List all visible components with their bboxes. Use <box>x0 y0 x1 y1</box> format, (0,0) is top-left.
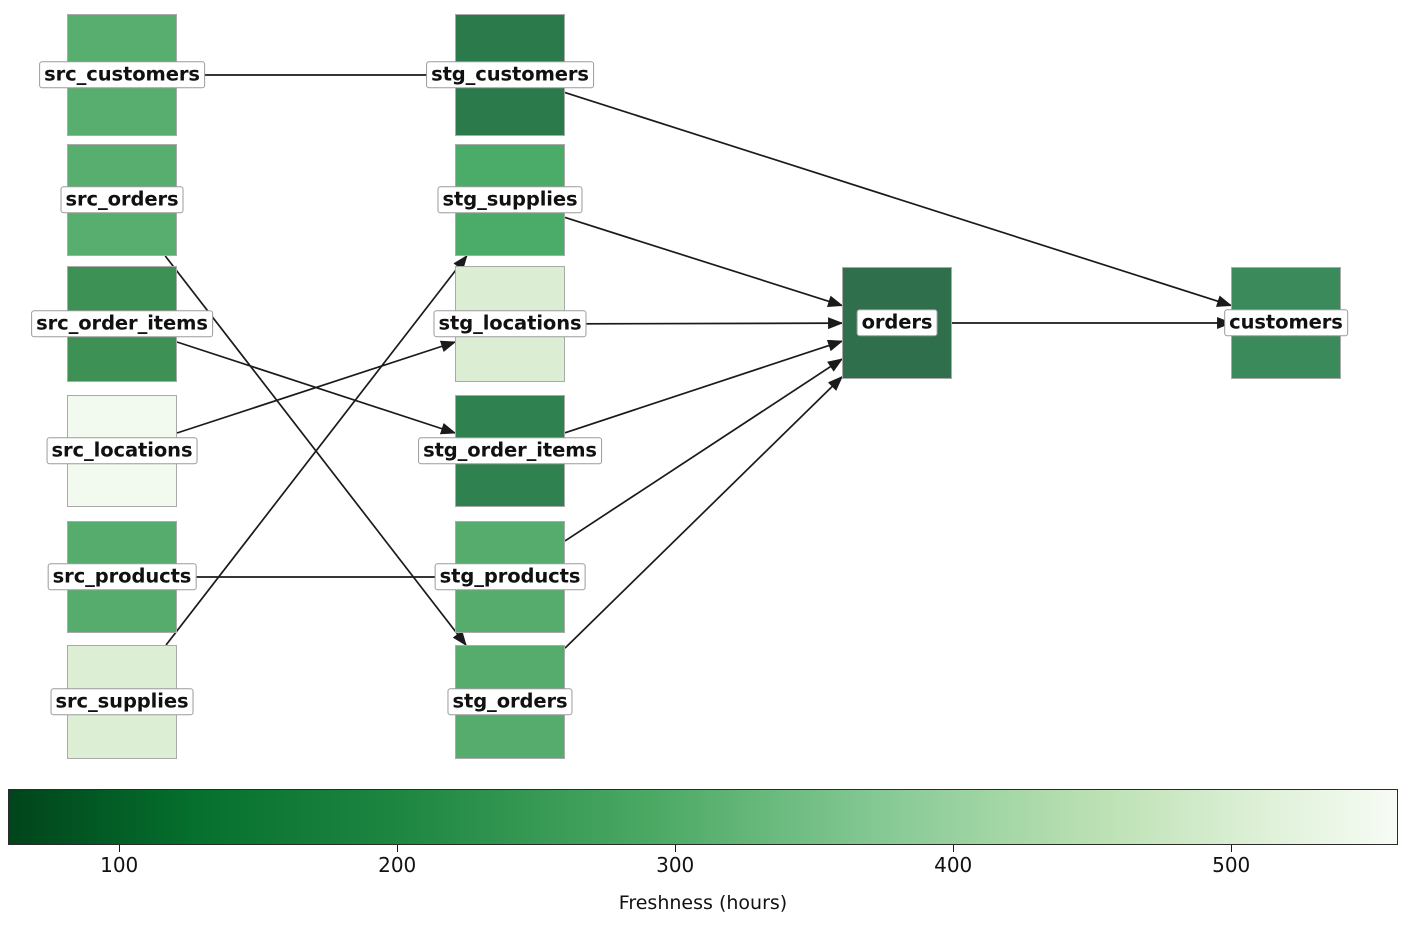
colorbar-tick-label-200: 200 <box>378 853 417 877</box>
edge-stg_products-to-orders <box>564 358 844 542</box>
colorbar-axis-label: Freshness (hours) <box>618 892 788 914</box>
node-label-stg_products: stg_products <box>434 563 586 591</box>
freshness-colorbar: 100 200 300 400 500 Freshness (hours) <box>0 780 1410 926</box>
colorbar-tick-100 <box>119 845 121 852</box>
node-label-src_order_items: src_order_items <box>31 310 213 338</box>
edge-stg_supplies-to-orders <box>564 216 844 307</box>
node-label-src_locations: src_locations <box>46 437 198 465</box>
node-label-orders: orders <box>856 309 938 337</box>
node-label-stg_order_items: stg_order_items <box>418 437 602 465</box>
node-label-stg_customers: stg_customers <box>426 61 594 89</box>
colorbar-gradient <box>8 789 1398 845</box>
node-label-stg_supplies: stg_supplies <box>437 186 583 214</box>
colorbar-tick-200 <box>397 845 399 852</box>
node-label-stg_orders: stg_orders <box>447 688 573 716</box>
edge-layer <box>164 74 1233 649</box>
node-label-customers: customers <box>1224 309 1348 337</box>
edge-stg_order_items-to-orders <box>564 339 844 434</box>
edge-stg_orders-to-orders <box>564 375 843 649</box>
node-label-src_supplies: src_supplies <box>50 688 194 716</box>
node-label-src_customers: src_customers <box>39 61 205 89</box>
edges-group <box>164 74 1233 649</box>
colorbar-tick-300 <box>675 845 677 852</box>
edge-src_locations-to-stg_locations <box>176 340 457 434</box>
node-label-stg_locations: stg_locations <box>433 310 587 338</box>
node-label-src_orders: src_orders <box>60 186 184 214</box>
colorbar-tick-label-300: 300 <box>656 853 695 877</box>
node-label-src_products: src_products <box>47 563 197 591</box>
edge-stg_locations-to-orders <box>564 317 844 330</box>
edge-src_order_items-to-stg_order_items <box>176 341 457 435</box>
colorbar-tick-400 <box>953 845 955 852</box>
colorbar-tick-label-400: 400 <box>934 853 973 877</box>
colorbar-tick-500 <box>1231 845 1233 852</box>
colorbar-tick-label-100: 100 <box>100 853 139 877</box>
colorbar-tick-label-500: 500 <box>1212 853 1251 877</box>
